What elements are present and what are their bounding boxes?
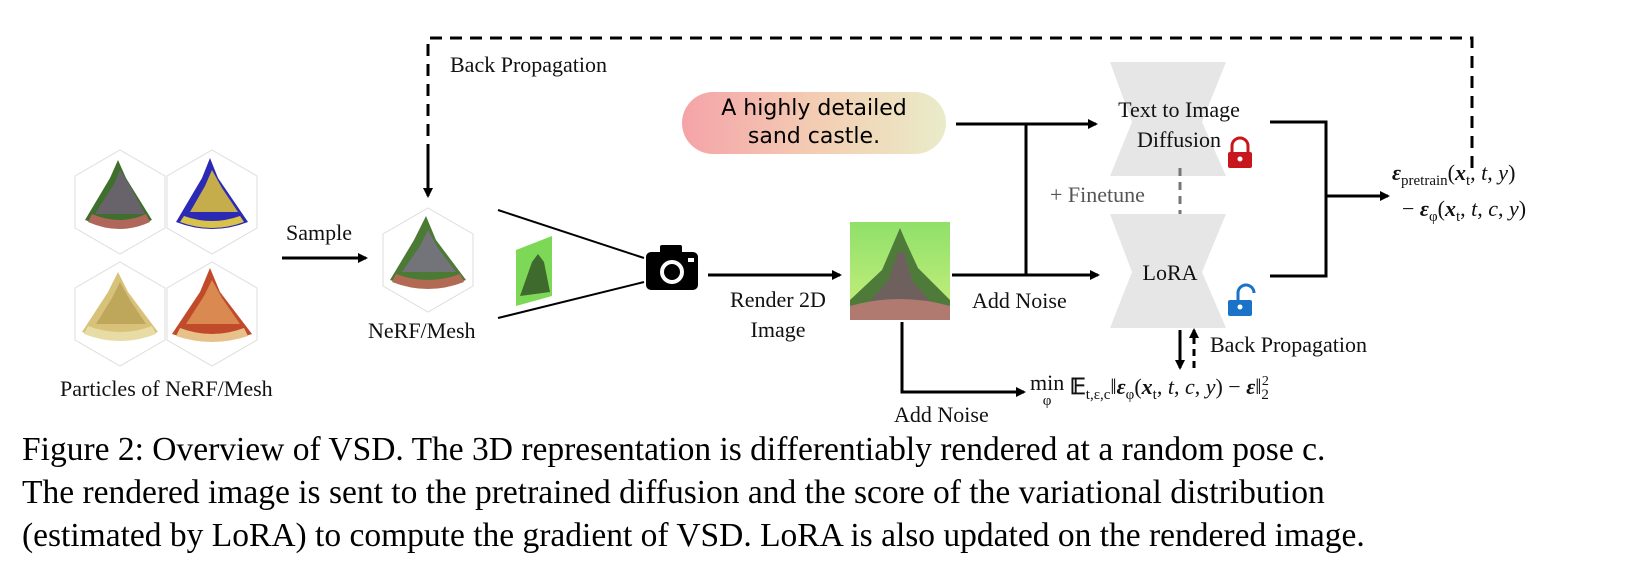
text-prompt: A highly detailed sand castle. [682, 92, 946, 154]
finetune-label: + Finetune [1050, 182, 1145, 207]
eps-pretrain-expression: εpretrain(xt, t, y) [1392, 160, 1516, 189]
back-propagation-right-label: Back Propagation [1210, 332, 1368, 357]
camera-icon [646, 245, 698, 290]
particles-label: Particles of NeRF/Mesh [60, 376, 273, 401]
render-slice [516, 236, 552, 306]
prompt-line-1: A highly detailed [721, 96, 907, 121]
render-2d-image-label: Render 2D Image [718, 285, 838, 345]
sample-label: Sample [286, 220, 352, 245]
eps-phi-subscript: φ [1428, 209, 1438, 225]
particle-4 [166, 261, 258, 367]
vsd-overview-diagram: Back Propagation Sample NeRF/Mesh Partic… [60, 36, 1527, 427]
text-to-image-diffusion-label: Text to Image Diffusion [1106, 95, 1252, 155]
caption-line-3: (estimated by LoRA) to compute the gradi… [22, 517, 1365, 554]
lora-objective: min φ 𝔼t,ε,c‖εφ(xt, t, c, y) − ε‖22 [1030, 370, 1269, 410]
figure-caption: Figure 2: Overview of VSD. The 3D repres… [22, 428, 1626, 557]
eps-pretrain-subscript: pretrain [1401, 173, 1448, 189]
caption-line-1: Figure 2: Overview of VSD. The 3D repres… [22, 431, 1326, 468]
output-bracket [1270, 120, 1328, 278]
objective-expectation-sub: t,ε,c [1085, 387, 1111, 403]
add-noise-mid-label: Add Noise [972, 288, 1067, 313]
diagram-canvas [74, 36, 1474, 397]
render-label-line-2: Image [750, 317, 806, 342]
add-noise-bottom-label: Add Noise [894, 402, 989, 427]
particle-1 [74, 149, 166, 255]
prompt-line-2: sand castle. [747, 124, 881, 149]
particle-3 [74, 261, 166, 367]
back-propagation-top-label: Back Propagation [450, 52, 608, 77]
back-propagation-loop [426, 36, 1474, 196]
t2i-label-line-1: Text to Image [1118, 97, 1240, 122]
add-noise-objective-arrow [900, 322, 1026, 397]
particle-2 [166, 149, 258, 255]
nerf-mesh-object [382, 207, 474, 313]
frustum-top [497, 209, 645, 259]
frustum-bottom [497, 281, 645, 319]
t2i-label-line-2: Diffusion [1137, 127, 1221, 152]
lora-block [1110, 214, 1226, 328]
caption-line-2: The rendered image is sent to the pretra… [22, 474, 1325, 511]
objective-min-sub: φ [1042, 393, 1052, 409]
render-label-line-1: Render 2D [730, 287, 826, 312]
lora-label: LoRA [1142, 260, 1198, 285]
objective-min: min [1030, 370, 1065, 395]
locked-icon [1228, 136, 1252, 168]
eps-phi-expression: − εφ(xt, t, c, y) [1402, 196, 1527, 225]
rendered-2d-image [850, 222, 950, 320]
nerf-mesh-label: NeRF/Mesh [368, 318, 476, 343]
text-to-image-diffusion-block [1110, 62, 1226, 176]
unlocked-icon [1228, 283, 1256, 316]
